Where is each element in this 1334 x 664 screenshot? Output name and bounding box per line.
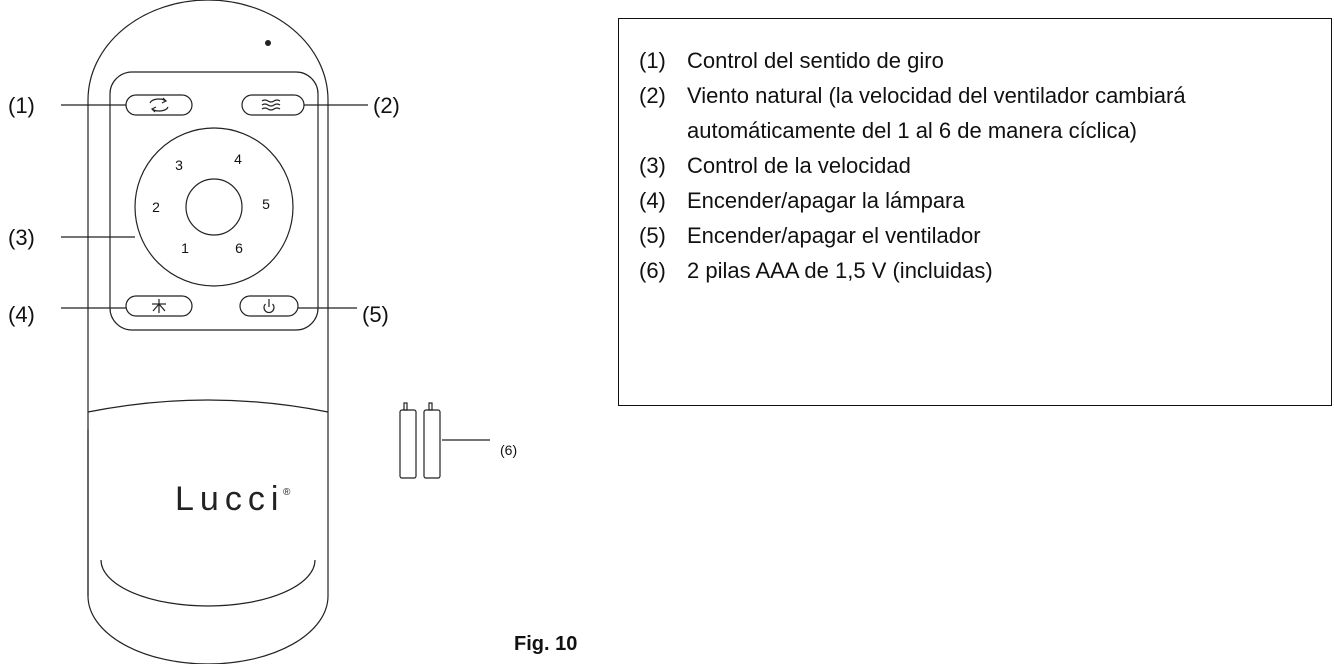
legend-item-number: (1) <box>639 48 666 73</box>
speed-control-ring: 3 4 2 5 1 6 <box>134 127 294 287</box>
legend-list: (1) Control del sentido de giro (2) Viento… <box>619 19 1331 288</box>
speed-digit-5[interactable]: 5 <box>262 196 270 212</box>
legend-item-number: (5) <box>639 223 666 248</box>
speed-center-button[interactable] <box>185 178 243 236</box>
legend-item: (5) Encender/apagar el ventilador <box>639 218 1331 253</box>
remote-body <box>87 0 329 664</box>
legend-item: (2) Viento natural (la velocidad del vent… <box>639 78 1331 148</box>
aaa-battery-icon <box>399 402 441 479</box>
svg-text:Lucci: Lucci <box>175 480 284 518</box>
legend-item-number: (3) <box>639 153 666 178</box>
power-button[interactable] <box>239 295 299 317</box>
reverse-rotation-button[interactable] <box>125 94 193 116</box>
speed-digit-1[interactable]: 1 <box>181 240 189 256</box>
speed-digit-2[interactable]: 2 <box>152 199 160 215</box>
legend-item: (4) Encender/apagar la lámpara <box>639 183 1331 218</box>
svg-text:®: ® <box>283 487 291 498</box>
legend-item-text: 2 pilas AAA de 1,5 V (incluidas) <box>687 258 993 283</box>
figure-label: Fig. 10 <box>514 633 577 655</box>
legend-item-text: Control de la velocidad <box>687 153 911 178</box>
legend-item-number: (6) <box>639 258 666 283</box>
power-icon <box>263 299 275 314</box>
legend-item: (1) Control del sentido de giro <box>639 43 1331 78</box>
legend-item-text: Encender/apagar el ventilador <box>687 223 981 248</box>
legend-box: (1) Control del sentido de giro (2) Viento… <box>618 18 1332 406</box>
legend-item-text: Control del sentido de giro <box>687 48 944 73</box>
button-panel <box>109 71 319 331</box>
legend-item-text: Viento natural (la velocidad del ventila… <box>687 83 1186 143</box>
callout-leaders <box>61 104 490 441</box>
legend-item-text: Encender/apagar la lámpara <box>687 188 965 213</box>
status-led <box>265 40 271 46</box>
callout-3: (3) <box>8 225 35 250</box>
callout-5: (5) <box>362 302 389 327</box>
natural-wind-icon <box>261 99 281 111</box>
lamp-button[interactable] <box>125 295 193 317</box>
legend-item-number: (4) <box>639 188 666 213</box>
speed-digit-3[interactable]: 3 <box>175 157 183 173</box>
brand-logo: Lucci ® <box>175 480 291 518</box>
natural-wind-button[interactable] <box>241 94 305 116</box>
callout-2: (2) <box>373 93 400 118</box>
callout-1: (1) <box>8 93 35 118</box>
reverse-rotation-icon <box>149 97 169 113</box>
speed-digit-4[interactable]: 4 <box>234 151 242 167</box>
legend-item: (6) 2 pilas AAA de 1,5 V (incluidas) <box>639 253 1331 288</box>
speed-digit-6[interactable]: 6 <box>235 240 243 256</box>
callout-4: (4) <box>8 302 35 327</box>
legend-item: (3) Control de la velocidad <box>639 148 1331 183</box>
legend-item-number: (2) <box>639 83 666 108</box>
lamp-icon <box>152 299 166 313</box>
callout-6: (6) <box>500 442 517 458</box>
